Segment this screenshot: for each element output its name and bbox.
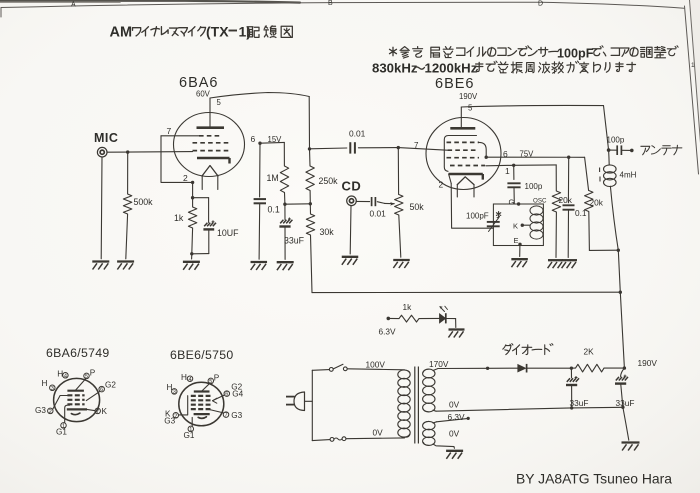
- svg-text:5: 5: [85, 374, 88, 380]
- svg-text:60V: 60V: [196, 90, 211, 99]
- svg-text:6: 6: [100, 387, 103, 393]
- svg-text:6: 6: [251, 134, 256, 144]
- svg-text:1: 1: [62, 424, 65, 430]
- svg-text:K: K: [165, 409, 171, 418]
- svg-text:830kHz: 830kHz: [372, 61, 418, 76]
- svg-text:G3: G3: [164, 416, 175, 425]
- svg-text:5: 5: [217, 98, 222, 107]
- svg-text:2: 2: [49, 409, 52, 415]
- svg-text:190V: 190V: [459, 92, 478, 101]
- svg-text:1k: 1k: [174, 213, 184, 223]
- svg-text:5: 5: [468, 104, 473, 113]
- svg-text:0.01: 0.01: [349, 129, 366, 139]
- svg-text:1: 1: [189, 427, 192, 433]
- svg-text:250k: 250k: [319, 176, 339, 186]
- svg-text:2: 2: [183, 173, 188, 183]
- svg-text:6.3V: 6.3V: [448, 412, 466, 422]
- svg-text:B: B: [328, 0, 333, 7]
- svg-text:6BA6: 6BA6: [179, 75, 218, 91]
- svg-text:0.1: 0.1: [575, 208, 587, 218]
- svg-text:6: 6: [225, 392, 228, 398]
- svg-text:G2: G2: [231, 383, 242, 392]
- svg-text:6: 6: [503, 149, 508, 159]
- svg-text:7: 7: [167, 126, 172, 136]
- svg-text:20k: 20k: [590, 198, 604, 208]
- svg-text:1200kHz: 1200kHz: [425, 61, 478, 76]
- svg-text:10UF: 10UF: [217, 228, 239, 238]
- svg-text:A: A: [71, 2, 76, 9]
- svg-text:100p: 100p: [525, 182, 543, 191]
- svg-text:G: G: [509, 198, 515, 207]
- svg-text:4: 4: [188, 377, 191, 383]
- svg-text:CD: CD: [342, 179, 362, 194]
- svg-text:H: H: [57, 370, 63, 379]
- svg-text:4: 4: [64, 373, 67, 379]
- svg-text:G3: G3: [35, 406, 46, 415]
- svg-text:1M: 1M: [267, 173, 279, 183]
- svg-text:100pF: 100pF: [466, 212, 489, 221]
- svg-text:75V: 75V: [520, 150, 535, 159]
- svg-text:7: 7: [96, 409, 99, 415]
- svg-text:K: K: [513, 222, 518, 231]
- svg-text:1k: 1k: [403, 302, 413, 312]
- svg-text:MIC: MIC: [94, 131, 118, 145]
- svg-text:33uF: 33uF: [284, 236, 305, 246]
- svg-text:G1: G1: [56, 428, 67, 437]
- svg-text:170V: 170V: [429, 359, 449, 369]
- svg-text:100V: 100V: [366, 360, 386, 370]
- svg-text:6.3V: 6.3V: [379, 327, 397, 337]
- svg-text:D: D: [538, 1, 543, 8]
- svg-text:G3: G3: [231, 411, 242, 420]
- svg-text:E: E: [514, 236, 519, 245]
- svg-text:G2: G2: [105, 381, 116, 390]
- svg-text:190V: 190V: [638, 358, 658, 368]
- svg-text:100pF: 100pF: [557, 47, 594, 61]
- svg-text:G1: G1: [184, 431, 195, 440]
- svg-text:0.01: 0.01: [370, 208, 387, 218]
- svg-text:2: 2: [174, 413, 177, 419]
- svg-text:7: 7: [414, 141, 419, 150]
- svg-text:2: 2: [439, 180, 444, 190]
- svg-text:5: 5: [209, 379, 212, 385]
- svg-text:3: 3: [51, 386, 54, 392]
- svg-text:H: H: [42, 379, 48, 388]
- svg-text:0V: 0V: [449, 400, 460, 410]
- svg-text:100p: 100p: [607, 136, 625, 145]
- svg-text:AM: AM: [110, 25, 133, 41]
- svg-text:6BA6/5749: 6BA6/5749: [46, 346, 110, 360]
- svg-text:P: P: [90, 369, 96, 378]
- svg-text:1: 1: [691, 62, 695, 69]
- svg-text:33uF: 33uF: [570, 398, 589, 408]
- svg-text:20k: 20k: [559, 195, 573, 205]
- svg-text:30k: 30k: [320, 227, 335, 237]
- svg-text:OSC: OSC: [533, 198, 547, 205]
- svg-text:7: 7: [224, 413, 227, 419]
- svg-text:15V: 15V: [268, 135, 283, 144]
- svg-text:H: H: [181, 373, 187, 382]
- svg-text:50k: 50k: [410, 202, 425, 212]
- svg-text:500k: 500k: [134, 197, 154, 207]
- svg-text:H: H: [167, 383, 173, 392]
- svg-text:2K: 2K: [584, 347, 595, 357]
- svg-text:G4: G4: [232, 390, 243, 399]
- svg-text:0V: 0V: [373, 428, 384, 438]
- svg-text:4mH: 4mH: [620, 171, 637, 180]
- svg-text:BY JA8ATG Tsuneo Hara: BY JA8ATG Tsuneo Hara: [516, 471, 672, 487]
- svg-text:(TX: (TX: [206, 24, 229, 40]
- svg-text:P: P: [214, 374, 220, 383]
- svg-text:0.1: 0.1: [268, 205, 280, 215]
- svg-text:3: 3: [173, 390, 176, 396]
- svg-text:6BE6/5750: 6BE6/5750: [170, 348, 234, 362]
- svg-text:6BE6: 6BE6: [435, 76, 474, 92]
- svg-text:0V: 0V: [449, 429, 460, 439]
- svg-text:33uF: 33uF: [616, 398, 635, 408]
- svg-text:K: K: [102, 407, 108, 416]
- svg-text:1: 1: [505, 166, 510, 176]
